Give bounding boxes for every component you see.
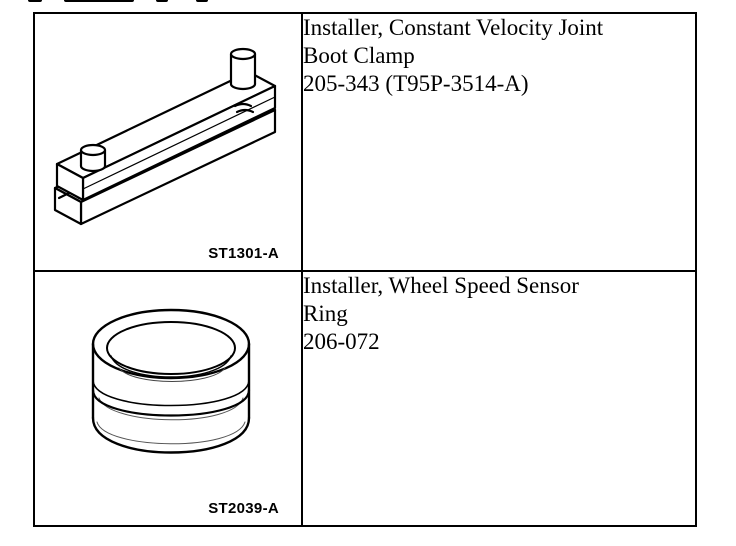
- tool-row: ST2039-A Installer, Wheel Speed Sensor R…: [33, 270, 697, 527]
- illustration-code: ST1301-A: [208, 245, 279, 262]
- cropped-heading-fragment: [28, 0, 228, 4]
- tool-description: Installer, Constant Velocity Joint Boot …: [303, 14, 695, 98]
- special-tools-table: ST1301-A Installer, Constant Velocity Jo…: [33, 12, 697, 527]
- tool-part-number: 206-072: [303, 329, 380, 354]
- tool-description-cell: Installer, Constant Velocity Joint Boot …: [301, 12, 697, 272]
- tool-description-cell: Installer, Wheel Speed Sensor Ring 206-0…: [301, 270, 697, 527]
- illustration-code: ST2039-A: [208, 500, 279, 517]
- tool-name-line: Ring: [303, 301, 348, 326]
- tool-part-number: 205-343 (T95P-3514-A): [303, 71, 529, 96]
- tool-name-line: Installer, Constant Velocity Joint: [303, 15, 604, 40]
- tool-image-cell: ST2039-A: [33, 270, 303, 527]
- tool-description: Installer, Wheel Speed Sensor Ring 206-0…: [303, 272, 695, 356]
- tool-image-cell: ST1301-A: [33, 12, 303, 272]
- tool-name-line: Boot Clamp: [303, 43, 415, 68]
- tool-row: ST1301-A Installer, Constant Velocity Jo…: [33, 12, 697, 272]
- boot-clamp-installer-icon: [53, 47, 277, 226]
- sensor-ring-installer-icon: [91, 308, 251, 454]
- tool-name-line: Installer, Wheel Speed Sensor: [303, 273, 579, 298]
